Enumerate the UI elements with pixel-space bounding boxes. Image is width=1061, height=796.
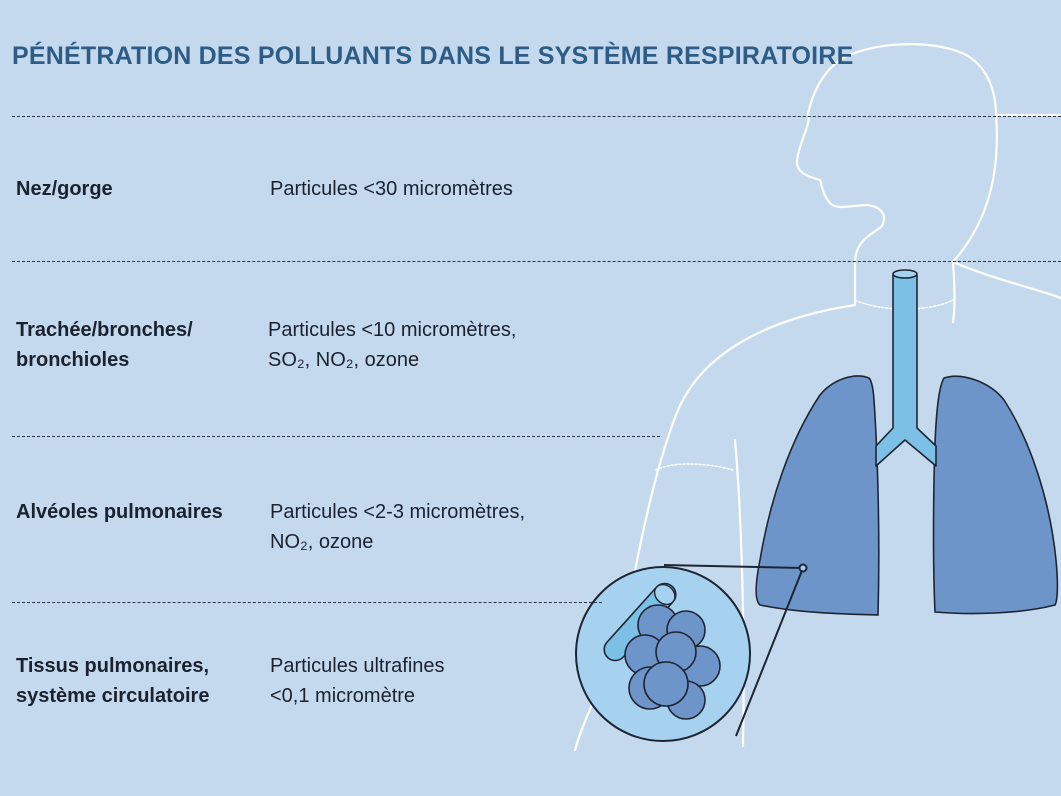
divider bbox=[12, 436, 660, 437]
zone-label: Tissus pulmonaires, système circulatoire bbox=[16, 651, 209, 711]
divider bbox=[12, 116, 1061, 117]
alveoli-cluster bbox=[624, 604, 721, 720]
zone-line: bronchioles bbox=[16, 349, 130, 371]
alveoli-magnifier bbox=[575, 566, 751, 742]
zone-line: Trachée/bronches/ bbox=[16, 319, 193, 341]
detail-line: Particules ultrafines bbox=[270, 655, 445, 677]
trachea-icon bbox=[875, 269, 937, 467]
detail-line: NO₂, ozone bbox=[270, 531, 374, 553]
zone-line: Tissus pulmonaires, bbox=[16, 655, 210, 677]
detail-line: Particules <2-3 micromètres, bbox=[270, 501, 526, 523]
left-lung bbox=[755, 375, 880, 616]
detail-line: Particules <10 micromètres, bbox=[268, 319, 517, 341]
zone-label: Alvéoles pulmonaires bbox=[16, 497, 223, 527]
pollutant-detail: Particules <30 micromètres bbox=[270, 174, 513, 204]
divider bbox=[12, 261, 1061, 262]
detail-line: Particules <30 micromètres bbox=[270, 178, 513, 200]
magnifier-connector bbox=[663, 563, 808, 737]
page-title: PÉNÉTRATION DES POLLUANTS DANS LE SYSTÈM… bbox=[12, 42, 854, 70]
zone-line: Alvéoles pulmonaires bbox=[16, 501, 223, 523]
pollutant-detail: Particules <10 micromètres, SO₂, NO₂, oz… bbox=[268, 315, 516, 375]
zone-line: système circulatoire bbox=[16, 685, 210, 707]
pollutant-detail: Particules <2-3 micromètres, NO₂, ozone bbox=[270, 497, 525, 557]
detail-line: <0,1 micromètre bbox=[270, 685, 416, 707]
detail-line: SO₂, NO₂, ozone bbox=[268, 349, 420, 371]
divider bbox=[12, 602, 602, 603]
lungs-icon bbox=[755, 375, 1059, 616]
pollutant-detail: Particules ultrafines <0,1 micromètre bbox=[270, 651, 445, 711]
zone-line: Nez/gorge bbox=[16, 178, 113, 200]
right-lung bbox=[932, 375, 1059, 615]
zone-label: Trachée/bronches/ bronchioles bbox=[16, 315, 193, 375]
zone-label: Nez/gorge bbox=[16, 174, 113, 204]
